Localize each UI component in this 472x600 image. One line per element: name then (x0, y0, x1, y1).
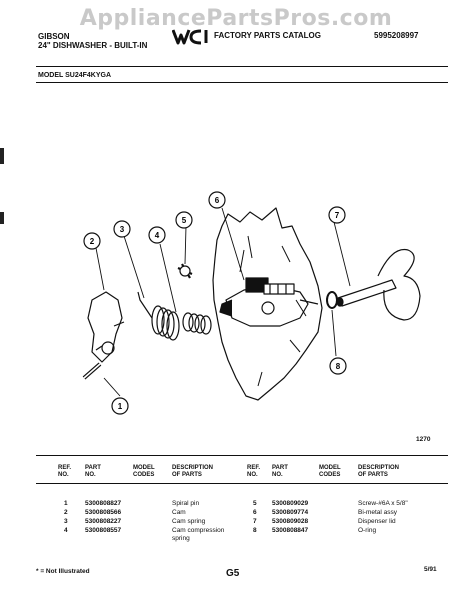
ref-number: 3 (64, 518, 68, 525)
table-row: 4 5300808557 Cam compression spring (58, 527, 238, 543)
parts-list-left: 1 5300808827 Spiral pin 2 5300808566 Cam… (58, 500, 238, 543)
model-number: MODEL SU24F4KYGA (38, 72, 111, 79)
table-top-rule (36, 455, 448, 456)
part-number: 5300808227 (85, 518, 122, 525)
cam-part (87, 291, 125, 363)
col-ref: REF. NO. (58, 465, 72, 478)
callout-7: 7 (335, 211, 340, 220)
ref-number: 8 (253, 527, 257, 534)
part-description: Dispenser lid (358, 518, 396, 525)
col-model: MODEL CODES (319, 465, 341, 478)
ref-number: 5 (253, 500, 257, 507)
revision-date: 5/91 (424, 566, 437, 573)
table-row: 7 5300809028 Dispenser lid (247, 518, 447, 527)
dispenser-lid (336, 248, 421, 321)
ref-number: 7 (253, 518, 257, 525)
brand-name: GIBSON (38, 32, 70, 41)
col-model: MODEL CODES (133, 465, 155, 478)
header-rule (36, 82, 448, 83)
table-row: 3 5300808227 Cam spring (58, 518, 238, 527)
callout-4: 4 (155, 231, 160, 240)
table-row: 5 5300809029 Screw-#6A x 5/8" (247, 500, 447, 509)
ref-number: 1 (64, 500, 68, 507)
part-description: Cam compression spring (172, 527, 225, 542)
header-rule (36, 66, 448, 67)
footnote-not-illustrated: * = Not Illustrated (36, 568, 90, 575)
part-description: Bi-metal assy (358, 509, 398, 516)
dishwasher-tub-panel (212, 207, 323, 401)
col-desc: DESCRIPTION OF PARTS (172, 465, 214, 478)
part-description: O-ring (358, 527, 377, 534)
catalog-title: FACTORY PARTS CATALOG (214, 31, 321, 40)
parts-list-right: 5 5300809029 Screw-#6A x 5/8" 6 53008097… (247, 500, 447, 536)
callout-3: 3 (120, 225, 125, 234)
callout-5: 5 (182, 216, 187, 225)
table-row: 1 5300808827 Spiral pin (58, 500, 238, 509)
table-row: 6 5300809774 Bi-metal assy (247, 509, 447, 518)
part-number: 5300809028 (272, 518, 309, 525)
cam-spring (137, 291, 180, 341)
wci-logo (171, 27, 212, 45)
part-description: Spiral pin (172, 500, 200, 507)
exploded-parts-diagram: 2 3 4 5 6 7 8 1 (82, 191, 421, 415)
product-type: 24" DISHWASHER - BUILT-IN (38, 41, 148, 50)
watermark: AppliancePartsPros.com (79, 6, 393, 31)
callout-6: 6 (215, 196, 220, 205)
cam-compression-spring (182, 312, 212, 335)
ref-number: 4 (64, 527, 68, 534)
part-number: 5300808827 (85, 500, 122, 507)
binding-mark (0, 212, 4, 224)
figure-number: 1270 (416, 436, 431, 443)
col-desc: DESCRIPTION OF PARTS (358, 465, 400, 478)
binding-mark (0, 148, 4, 164)
callout-1: 1 (118, 402, 123, 411)
ref-number: 6 (253, 509, 257, 516)
catalog-number: 5995208997 (374, 31, 419, 40)
col-part: PART NO. (85, 465, 101, 478)
part-number: 5300808847 (272, 527, 309, 534)
part-number: 5300808557 (85, 527, 122, 534)
part-description: Cam spring (172, 518, 206, 525)
part-description: Screw-#6A x 5/8" (358, 500, 408, 507)
o-ring (326, 291, 338, 309)
ref-number: 2 (64, 509, 68, 516)
col-part: PART NO. (272, 465, 288, 478)
part-number: 5300809029 (272, 500, 309, 507)
part-number: 5300809774 (272, 509, 309, 516)
table-row: 2 5300808566 Cam (58, 509, 238, 518)
part-description: Cam (172, 509, 186, 516)
page-number: G5 (226, 568, 240, 579)
callout-8: 8 (336, 362, 341, 371)
table-row: 8 5300808847 O-ring (247, 527, 447, 536)
part-number: 5300808566 (85, 509, 122, 516)
col-ref: REF. NO. (247, 465, 261, 478)
callout-2: 2 (90, 237, 95, 246)
table-header-rule (36, 483, 448, 484)
